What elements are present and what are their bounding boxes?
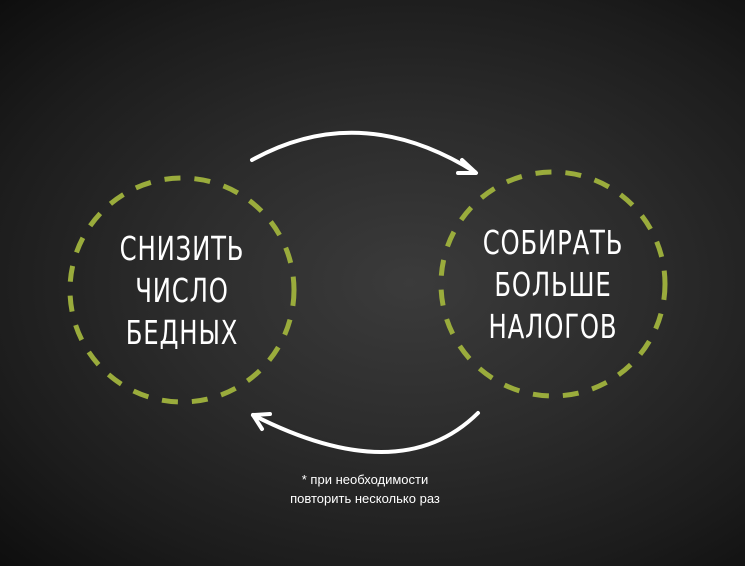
arrow-bottom-icon [251,411,480,454]
right-dashed-circle [438,169,668,399]
node-right-line-2: БОЛЬШЕ [494,265,612,304]
node-left: СНИЗИТЬ ЧИСЛО БЕДНЫХ [100,228,264,354]
node-left-line-3: БЕДНЫХ [125,313,239,352]
footnote-line-1: * при необходимости [301,472,429,487]
arrow-top-icon [250,130,478,175]
footnote-line-2: повторить несколько раз [290,491,440,506]
left-dashed-circle [67,175,297,405]
node-left-line-1: СНИЗИТЬ [119,229,245,268]
node-left-line-2: ЧИСЛО [135,271,229,310]
node-right: СОБИРАТЬ БОЛЬШЕ НАЛОГОВ [463,222,643,348]
node-right-line-3: НАЛОГОВ [488,307,618,346]
node-right-line-1: СОБИРАТЬ [482,223,624,262]
footnote: * при необходимости повторить несколько … [250,470,480,508]
